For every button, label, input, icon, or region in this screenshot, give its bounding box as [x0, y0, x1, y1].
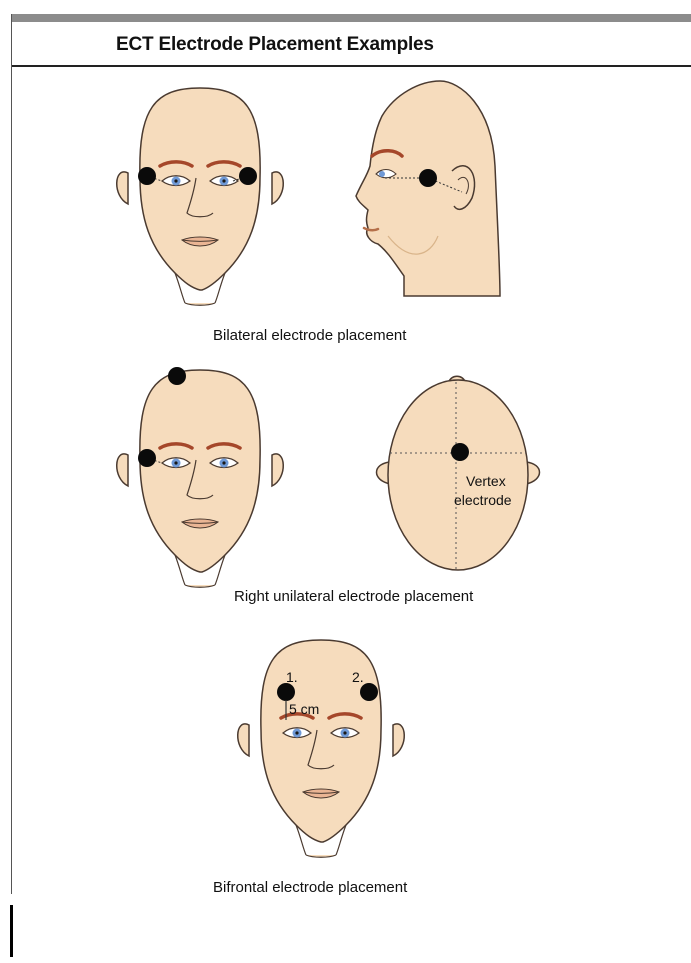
bifrontal-label-1: 1. [286, 669, 298, 685]
bifrontal-label-2: 2. [352, 669, 364, 685]
electrode-bilateral-profile [419, 169, 437, 187]
caption-bifrontal: Bifrontal electrode placement [213, 879, 407, 896]
electrode-bilateral-left [239, 167, 257, 185]
electrode-bifrontal-2 [360, 683, 378, 701]
vertex-label-line2: electrode [454, 492, 512, 508]
electrode-vertex [451, 443, 469, 461]
caption-bilateral: Bilateral electrode placement [213, 327, 406, 344]
bifrontal-distance-label: 5 cm [289, 701, 319, 717]
face-profile-bilateral [356, 81, 500, 296]
electrode-bilateral-right [138, 167, 156, 185]
face-front-bifrontal [238, 640, 405, 857]
caption-right-unilateral: Right unilateral electrode placement [234, 588, 473, 605]
electrode-unilateral-temporal [138, 449, 156, 467]
face-front-bilateral [117, 88, 284, 305]
vertex-label-line1: Vertex [466, 473, 506, 489]
head-top-view [377, 376, 540, 570]
electrode-unilateral-parietal [168, 367, 186, 385]
face-front-unilateral [117, 370, 284, 587]
electrode-bifrontal-1 [277, 683, 295, 701]
